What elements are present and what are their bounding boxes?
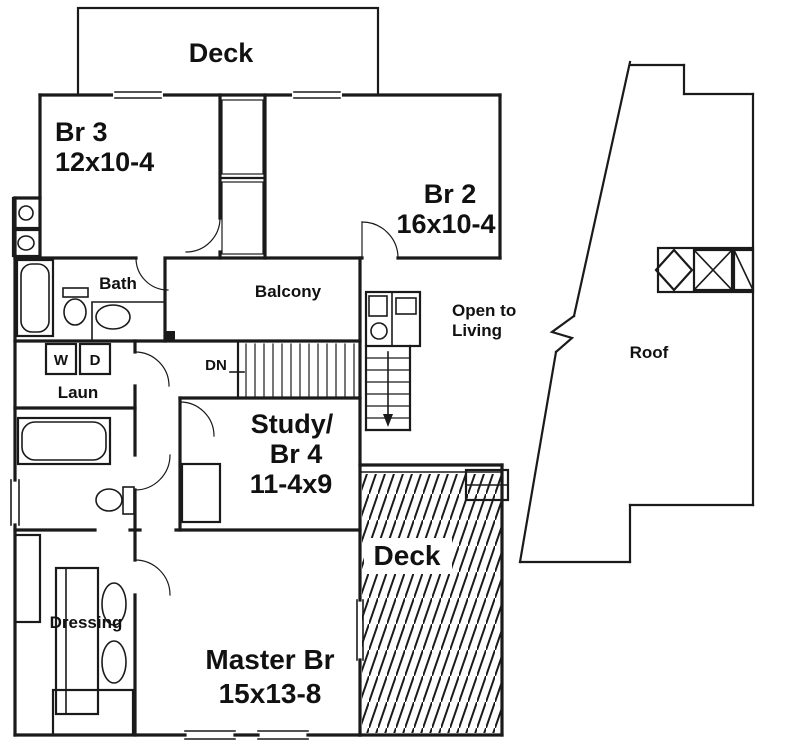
chimney-side-box — [732, 248, 755, 292]
toilet2-bowl — [95, 488, 123, 512]
slider-door-1-bg — [113, 89, 163, 101]
label-dn: DN — [205, 357, 227, 374]
closet-dressing-left — [13, 533, 42, 624]
dryer-box — [78, 342, 112, 376]
closet-dressing-bottom — [51, 688, 135, 737]
vanity-sink-1 — [101, 582, 127, 626]
door-bath2 — [134, 454, 171, 491]
chimney-side-diag — [732, 248, 755, 292]
bath1-counter — [91, 301, 166, 342]
label-roof: Roof — [630, 343, 669, 362]
walls — [10, 89, 502, 740]
return-stair — [364, 290, 422, 432]
label-dryer: D — [90, 352, 101, 369]
chimney-outer — [656, 246, 755, 294]
deck-right — [358, 463, 510, 737]
laundry-fixtures — [44, 342, 112, 376]
closet-br2 — [221, 181, 264, 255]
label-open-to-living-2: Living — [452, 321, 502, 340]
deck-right-label-box — [364, 538, 452, 574]
label-br3-name: Br 3 — [55, 117, 108, 147]
chimney-diamond — [654, 248, 694, 292]
vanity-cabinet — [54, 566, 100, 716]
labels: Deck Br 3 12x10-4 Br 2 16x10-4 Bath Balc… — [50, 38, 669, 709]
door-br3 — [185, 217, 221, 253]
label-br3-size: 12x10-4 — [55, 147, 154, 177]
label-washer: W — [54, 352, 69, 369]
landing-shelf-2 — [395, 297, 417, 315]
utility-chase-2 — [11, 228, 42, 258]
landing-box — [364, 290, 422, 348]
door-study — [179, 401, 215, 437]
stair2-arrow-head — [383, 414, 393, 427]
label-laundry: Laun — [58, 383, 99, 402]
toilet2-tank — [122, 486, 135, 515]
tub2-inner — [21, 421, 107, 461]
chimney-flue-x2 — [692, 248, 734, 292]
deck-right-hatch — [362, 474, 502, 733]
door-dressing — [134, 559, 171, 596]
bath1-fixtures — [15, 258, 166, 342]
label-balcony: Balcony — [255, 282, 322, 301]
label-dressing: Dressing — [50, 613, 123, 632]
utility-oval — [17, 235, 35, 251]
balcony-post — [164, 331, 175, 342]
washer-box — [44, 342, 78, 376]
label-study-size: 11-4x9 — [250, 469, 333, 499]
tub2-outer — [16, 416, 112, 466]
vanity-sink-2 — [101, 640, 127, 684]
main-stair — [229, 343, 355, 397]
doors — [134, 217, 399, 596]
landing-circle — [370, 322, 388, 340]
tub1-outer — [15, 258, 55, 338]
sink1-basin — [95, 304, 131, 330]
flue-circle — [18, 205, 34, 221]
label-deck-top: Deck — [189, 38, 255, 68]
closets — [11, 99, 264, 737]
door-br2 — [361, 221, 399, 259]
dressing-fixtures — [54, 566, 127, 716]
closet-study — [180, 462, 222, 524]
tub1-inner — [20, 263, 50, 333]
slider-door-2-bg — [292, 89, 342, 101]
label-master-name: Master Br — [205, 644, 334, 675]
chimney-flue-box — [692, 248, 734, 292]
roof-diagonal-upper — [572, 60, 632, 318]
door-bath — [135, 257, 169, 291]
label-study-2: Br 4 — [270, 439, 323, 469]
deck-top-label-box — [166, 27, 276, 73]
closet-br3 — [221, 99, 264, 175]
utility-chase-1 — [11, 196, 42, 230]
label-deck-right: Deck — [374, 540, 441, 571]
label-open-to-living-1: Open to — [452, 301, 516, 320]
door-laundry — [134, 351, 170, 387]
toilet1-tank — [62, 287, 89, 298]
roof-diagonal-lower — [518, 350, 558, 564]
label-master-size: 15x13-8 — [219, 678, 322, 709]
bath2-fixtures — [16, 416, 135, 515]
label-study-1: Study/ — [251, 409, 334, 439]
label-br2-name: Br 2 — [424, 179, 477, 209]
label-bath: Bath — [99, 274, 137, 293]
landing-shelf-1 — [368, 295, 388, 317]
roof — [518, 60, 755, 564]
toilet1-bowl — [63, 298, 87, 326]
roof-break-symbol — [549, 314, 576, 354]
label-br2-size: 16x10-4 — [396, 209, 495, 239]
